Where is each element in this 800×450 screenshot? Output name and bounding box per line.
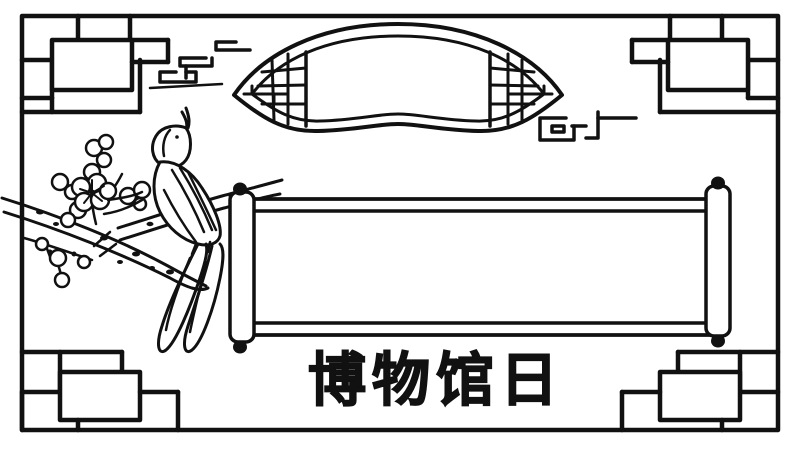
blank-scroll [228,176,732,354]
scroll-roller-right-body [704,184,732,338]
plum-branch [0,133,284,292]
bird-foot-right [206,240,212,254]
decorative-frame [19,13,781,433]
cloud-left-stroke-2 [178,56,214,68]
plum-flower-open [70,172,118,213]
frame-corner-top-left [19,13,171,115]
branch-to-bird-lower [118,192,282,242]
bird-body [152,160,222,247]
scroll-roller-right-knob-bottom [711,334,725,348]
frame-corner-bl-block [57,369,143,423]
cloud-right-spiral [550,124,566,134]
frame-corner-bottom-right [619,349,781,433]
cloud-right-stroke-4 [538,116,576,142]
frame-corner-bottom-left [19,349,181,433]
page-title-text: 博物馆日 [308,346,564,414]
bird-wing-feathers [162,166,218,244]
scroll-roller-left-knob-bottom [233,340,247,354]
scroll-content-area [252,213,708,321]
branch-joint-twig [92,230,112,248]
page-title: 博物馆日 [307,345,564,414]
fan-lattice-left [242,52,308,126]
cloud-left-stroke-1 [214,40,252,52]
scroll-roller-left-body [228,190,256,344]
cloud-left-tail [148,82,224,90]
frame-corner-top-right [629,13,781,115]
frame-corner-br-block [657,369,743,423]
frame-corner-tr-block [665,37,751,93]
cloud-left-stroke-3 [158,70,198,84]
frame-border [19,13,781,433]
cloud-motif-right [538,110,638,142]
cloud-right-stroke-2 [584,110,600,140]
fan-outer-outline [232,22,564,134]
bird-beak-upper [184,106,191,130]
bird-eye [175,135,179,139]
cloud-motif-left [148,40,252,90]
bird-tail [157,242,225,353]
branch-joint-twig-2 [98,242,118,258]
scroll-roller-right-knob-top [711,176,725,190]
fan-window-ornament [232,22,564,134]
frame-corner-tl-block [49,37,135,93]
fan-lattice-right [488,52,554,126]
branch-to-bird-upper [116,178,284,230]
long-tailed-bird [151,106,225,353]
plum-blossoms [50,133,152,229]
scroll-roller-right [704,176,732,348]
scroll-roller-left-knob-top [233,182,247,196]
fan-inner-outline [250,34,546,123]
scroll-roller-left [228,182,256,354]
bird-cheek-line [162,128,172,158]
